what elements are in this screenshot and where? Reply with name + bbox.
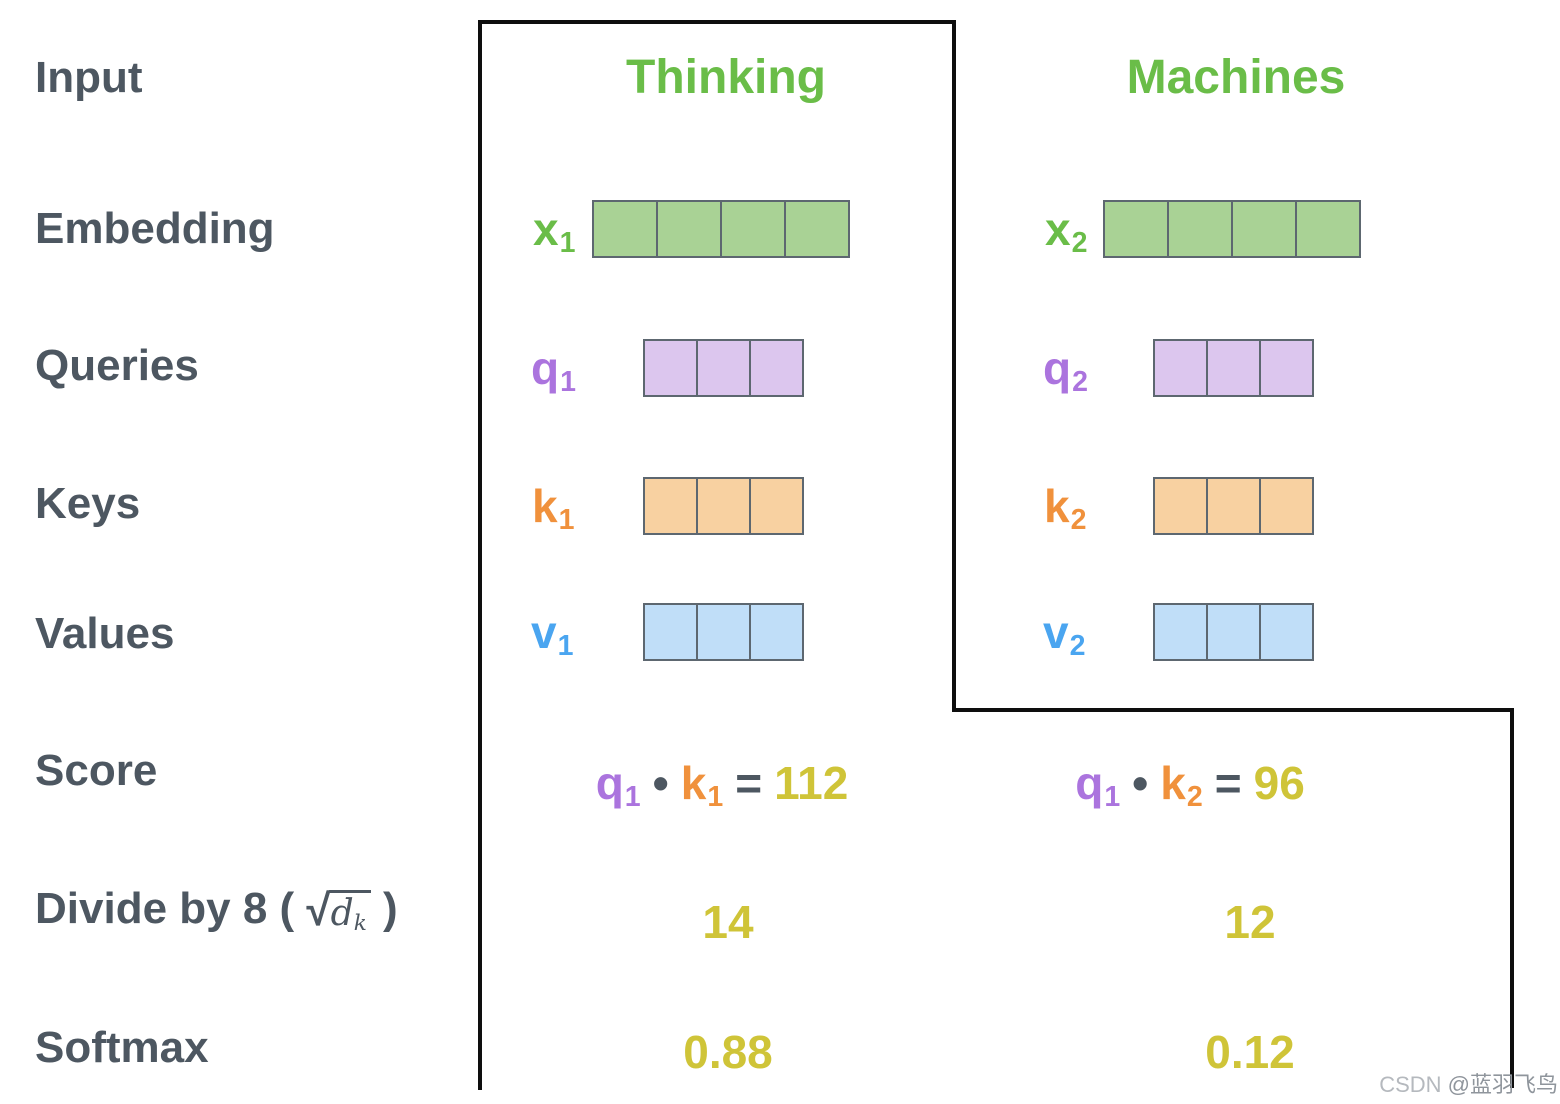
vector-cell	[1259, 603, 1314, 661]
row-label-embedding: Embedding	[35, 204, 275, 253]
q1-vector	[643, 339, 804, 397]
dot-operator: •	[652, 757, 669, 809]
watermark-site: CSDN	[1379, 1072, 1448, 1097]
score-value-1: 112	[774, 757, 849, 809]
vector-cell	[749, 477, 804, 535]
dk-subscript: k	[353, 911, 367, 937]
softmax-value-1: 0.88	[683, 1026, 773, 1078]
vector-cell	[720, 200, 786, 258]
vector-cell	[592, 200, 658, 258]
q1-label: q1	[531, 342, 576, 399]
row-label-input: Input	[35, 53, 143, 102]
vector-cell	[696, 603, 751, 661]
column-header-thinking: Thinking	[626, 51, 826, 104]
divide-label-prefix: Divide by 8 (	[35, 884, 307, 933]
row-label-queries: Queries	[35, 341, 199, 390]
frame-step-edge	[952, 708, 1514, 712]
k2-vector	[1153, 477, 1314, 535]
vector-cell	[1206, 603, 1261, 661]
q2-vector	[1153, 339, 1314, 397]
column-header-machines: Machines	[1126, 51, 1346, 104]
dk-letter: d	[330, 892, 354, 934]
divided-value-2: 12	[1224, 896, 1276, 948]
x1-vector	[592, 200, 850, 258]
equals-sign: =	[1214, 757, 1242, 809]
dot-operator: •	[1132, 757, 1149, 809]
vector-cell	[1206, 477, 1261, 535]
watermark-handle: @蓝羽飞鸟	[1447, 1072, 1558, 1097]
vector-cell	[643, 477, 698, 535]
row-label-keys: Keys	[35, 479, 141, 528]
vector-cell	[1295, 200, 1361, 258]
score-equation-1: q1•k1=112	[595, 757, 849, 814]
frame-inner-right-edge	[952, 20, 956, 712]
vector-cell	[749, 339, 804, 397]
vector-cell	[1167, 200, 1233, 258]
score-value-2: 96	[1253, 757, 1305, 809]
k1-vector	[643, 477, 804, 535]
vector-cell	[1231, 200, 1297, 258]
divide-label-suffix: )	[370, 884, 398, 933]
equals-sign: =	[735, 757, 763, 809]
x1-label: x1	[533, 203, 576, 260]
x2-vector	[1103, 200, 1361, 258]
v1-vector	[643, 603, 804, 661]
watermark: CSDN @蓝羽飞鸟	[1379, 1072, 1558, 1098]
vector-cell	[1206, 339, 1261, 397]
row-label-score: Score	[35, 746, 158, 795]
row-label-divide-by-8: Divide by 8 ( √dk )	[35, 884, 398, 935]
vector-cell	[749, 603, 804, 661]
frame-outer-right-edge	[1510, 708, 1514, 1088]
v1-label: v1	[531, 606, 574, 663]
score-equation-2: q1•k2=96	[1075, 757, 1305, 814]
vector-cell	[1103, 200, 1169, 258]
vector-cell	[1259, 477, 1314, 535]
sqrt-symbol: √	[306, 886, 331, 935]
sqrt-dk-formula: √dk	[306, 886, 371, 935]
vector-cell	[643, 339, 698, 397]
vector-cell	[1153, 603, 1208, 661]
vector-cell	[1153, 339, 1208, 397]
v2-label: v2	[1043, 606, 1086, 663]
q2-label: q2	[1043, 342, 1088, 399]
frame-top-edge	[478, 20, 956, 24]
vector-cell	[1259, 339, 1314, 397]
vector-cell	[696, 477, 751, 535]
divided-value-1: 14	[702, 896, 754, 948]
softmax-value-2: 0.12	[1205, 1026, 1295, 1078]
x2-label: x2	[1045, 203, 1088, 260]
sqrt-radicand: dk	[328, 890, 371, 935]
row-label-softmax: Softmax	[35, 1023, 209, 1072]
v2-vector	[1153, 603, 1314, 661]
vector-cell	[656, 200, 722, 258]
vector-cell	[1153, 477, 1208, 535]
vector-cell	[643, 603, 698, 661]
vector-cell	[696, 339, 751, 397]
k1-label: k1	[532, 480, 575, 537]
frame-left-edge	[478, 20, 482, 1090]
vector-cell	[784, 200, 850, 258]
k2-label: k2	[1044, 480, 1087, 537]
row-label-values: Values	[35, 609, 175, 658]
